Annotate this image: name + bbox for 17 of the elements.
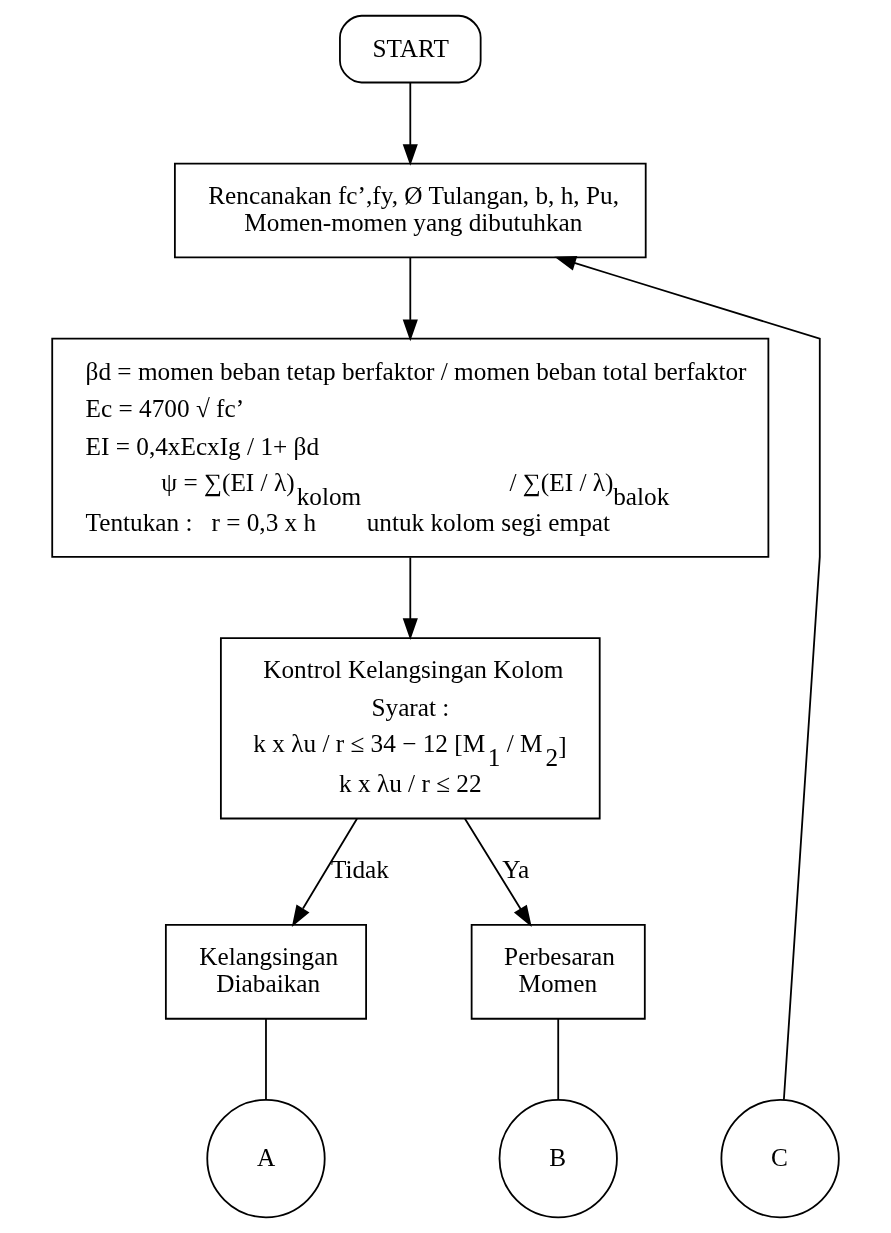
arrow (402, 257, 418, 342)
node-box: Kelangsingan Diabaikan (164, 924, 367, 1020)
node-box: Rencanakan fc’,fy, Ø Tulangan, b, h, Pu, Momen-momen yang dibutuhkan (174, 162, 647, 259)
arrow (291, 817, 358, 928)
node-box: Perbesaran Momen (470, 924, 646, 1020)
connector (557, 1018, 560, 1101)
node-circle: C (720, 1098, 840, 1219)
node-circle: A (206, 1098, 326, 1219)
edge-label: Tidak (330, 855, 389, 884)
arrow (402, 556, 418, 640)
edge-label: Ya (502, 855, 530, 884)
connector (265, 1018, 267, 1101)
arrow (464, 817, 532, 928)
arrow (554, 255, 821, 1101)
node-box: START (339, 14, 482, 84)
node-circle: B (498, 1098, 618, 1219)
arrow (402, 81, 418, 166)
